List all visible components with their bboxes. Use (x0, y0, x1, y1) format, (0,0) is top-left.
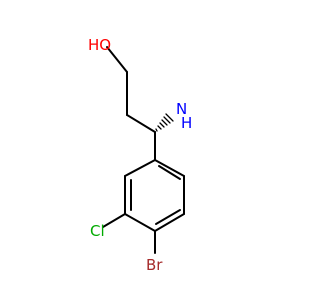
ring-bond-3 (154, 213, 185, 232)
wedge-hash-1 (155, 128, 158, 132)
ring-bond-6 (124, 159, 156, 177)
stereo-hash-wedge (155, 113, 174, 132)
wedge-hash-6 (165, 113, 174, 122)
bond-c2-c3 (126, 114, 156, 133)
amino-h-label: H (181, 114, 192, 132)
molecule-structure-diagram: HO N H Cl Br (88, 36, 192, 274)
ring-double-bond-a (158, 165, 181, 180)
wedge-hash-4 (161, 119, 168, 126)
hydroxyl-label: HO (88, 36, 111, 54)
wedge-hash-5 (163, 116, 171, 124)
ring-bond-4 (124, 213, 156, 232)
amino-n-label: N (176, 100, 187, 118)
ring-double-bond-b (155, 209, 181, 225)
chloro-label: Cl (90, 222, 105, 240)
bromo-label: Br (146, 256, 163, 274)
wedge-hash-2 (157, 125, 162, 130)
bond-o-c1 (106, 46, 128, 73)
ring-bond-1 (154, 159, 185, 177)
bond-lines (102, 46, 185, 254)
bond-ring-cl (102, 213, 126, 228)
wedge-hash-3 (159, 122, 165, 128)
